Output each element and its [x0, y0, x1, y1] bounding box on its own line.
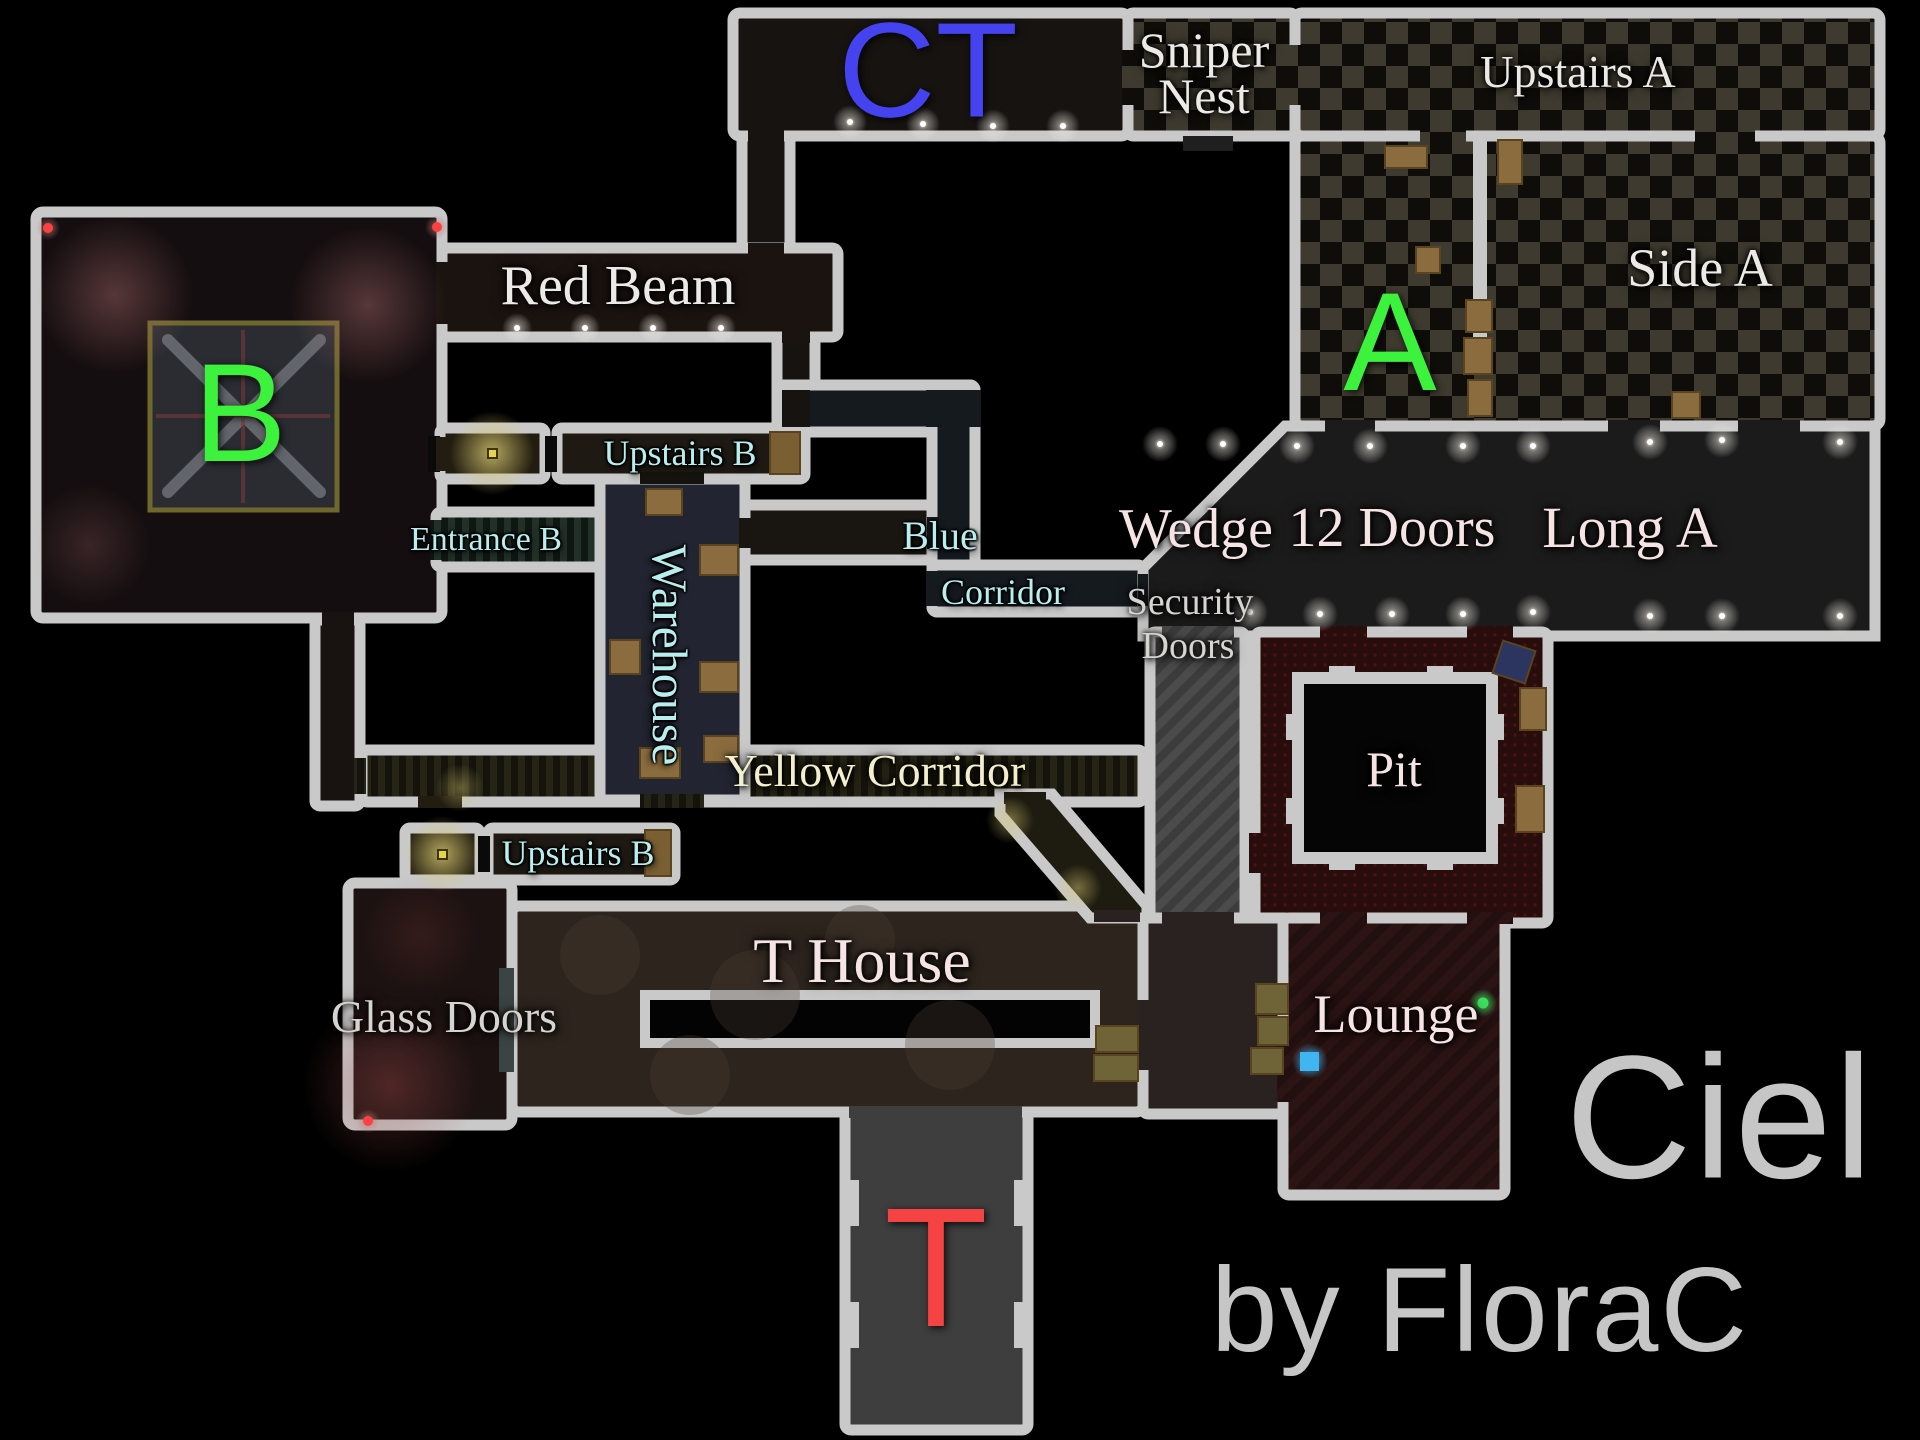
map-label-sniper-nest-2: Nest [1158, 68, 1250, 124]
map-label-blue-corridor-1: Blue [902, 513, 978, 558]
map-label-b-site: B [193, 334, 287, 491]
door-openings [322, 45, 1800, 1118]
sniper-nest-window [1183, 136, 1233, 151]
map-label-red-beam: Red Beam [500, 255, 736, 317]
map-label-title: Ciel [1565, 1020, 1875, 1216]
lounge-green-dot [1477, 997, 1489, 1009]
map-label-side-a: Side A [1627, 238, 1773, 298]
crates [609, 139, 1701, 1082]
map-label-credit: by FloraC [1210, 1243, 1750, 1377]
map-label-a-site: A [1343, 263, 1437, 420]
b-platform-axis [156, 330, 330, 503]
twelve-doors-lights [1142, 422, 1858, 634]
map-label-lounge: Lounge [1313, 984, 1479, 1044]
t-house-table [640, 990, 1100, 1048]
decor [30, 105, 1858, 1173]
map-label-upstairs-b-upper: Upstairs B [603, 433, 757, 473]
map-label-ct-spawn: CT [838, 0, 1018, 146]
wall-a-divider [1473, 136, 1487, 344]
t-house-blobs [560, 905, 995, 1115]
lounge-blue-box [1300, 1052, 1319, 1071]
map-label-wedge: Wedge [1118, 498, 1274, 560]
pit-hole [1292, 672, 1498, 864]
map-label-upstairs-b-lower: Upstairs B [501, 833, 655, 873]
map-label-sniper-nest-1: Sniper [1138, 22, 1270, 78]
pit-tabs [1286, 666, 1504, 870]
map-label-t-spawn: T [884, 1173, 988, 1363]
map-label-security-doors-1: Security [1126, 581, 1254, 623]
map-label-upstairs-a: Upstairs A [1480, 46, 1676, 97]
map-label-security-doors-2: Doors [1141, 625, 1235, 667]
ct-lights [833, 105, 1080, 143]
map-label-twelve-doors: 12 Doors [1288, 497, 1496, 559]
map-label-blue-corridor-2: Corridor [941, 572, 1065, 612]
door-frame-2 [545, 436, 557, 472]
glass-doors-slot [499, 968, 514, 1072]
door-frame-3 [478, 836, 490, 872]
inner-structures [147, 136, 1504, 1348]
map-label-yellow-corridor: Yellow Corridor [724, 745, 1026, 796]
map-label-pit: Pit [1366, 741, 1422, 797]
map-label-glass-doors: Glass Doors [330, 991, 558, 1042]
red-beam-lights [502, 313, 736, 343]
t-spawn-notches [845, 1180, 1028, 1348]
map-label-entrance-b: Entrance B [410, 521, 562, 558]
map-label-warehouse: Warehouse [642, 544, 698, 766]
map-label-long-a: Long A [1542, 495, 1718, 560]
map-label-t-house: T House [753, 925, 971, 996]
